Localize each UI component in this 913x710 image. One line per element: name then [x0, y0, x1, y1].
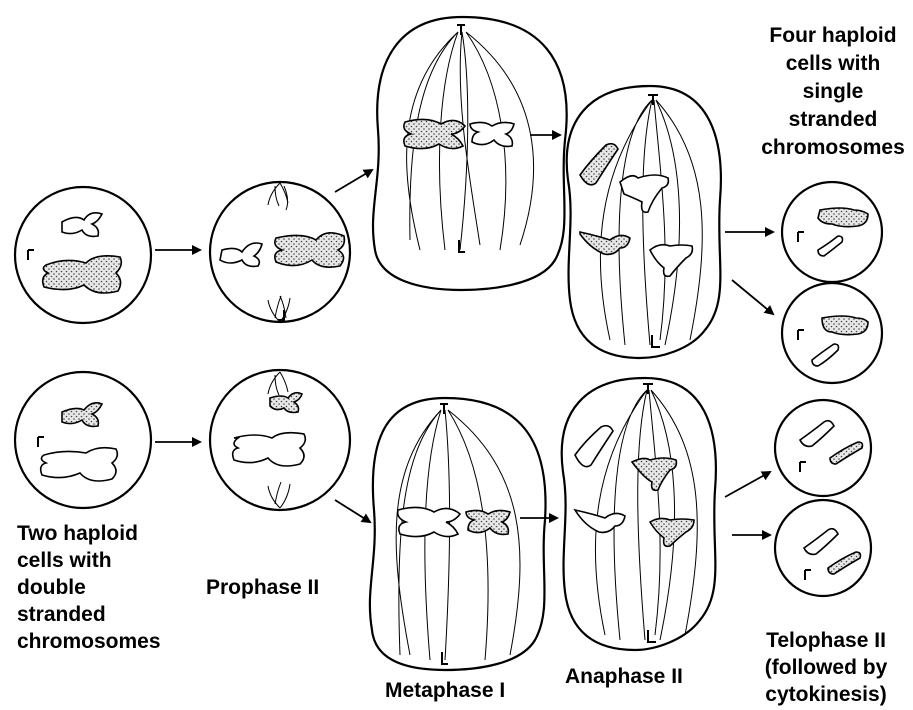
arrow-prophase-to-metaphase-top — [335, 170, 372, 192]
bottom-anaphase-cell — [562, 378, 716, 650]
svg-text:Telophase II: Telophase II — [766, 629, 886, 652]
label-telophase: Telophase II (followed by cytokinesis) — [765, 629, 888, 706]
svg-text:(followed by: (followed by — [765, 656, 888, 679]
label-prophase: Prophase II — [206, 576, 319, 599]
telophase-cell-1 — [782, 182, 882, 282]
bottom-haploid-cell — [15, 372, 151, 508]
svg-text:cells with: cells with — [17, 549, 112, 572]
top-metaphase-cell — [373, 17, 567, 290]
telophase-cell-4 — [775, 500, 871, 596]
svg-text:Four haploid: Four haploid — [769, 24, 896, 47]
bottom-metaphase-cell — [370, 398, 546, 670]
arrow-anaphase-to-telophase-2 — [732, 280, 773, 314]
label-two-haploid-cells: Two haploid cells with double stranded c… — [17, 522, 161, 653]
label-four-haploid-cells: Four haploid cells with single stranded … — [761, 24, 905, 159]
svg-text:chromosomes: chromosomes — [761, 136, 905, 159]
svg-text:Two haploid: Two haploid — [17, 522, 138, 545]
label-metaphase: Metaphase I — [385, 679, 505, 702]
svg-text:double: double — [17, 576, 86, 599]
top-haploid-cell — [15, 187, 151, 323]
telophase-cell-2 — [782, 283, 882, 383]
svg-text:stranded: stranded — [789, 108, 878, 131]
bottom-prophase-cell — [210, 370, 350, 510]
svg-text:cells with: cells with — [786, 52, 881, 75]
svg-text:cytokinesis): cytokinesis) — [765, 683, 886, 706]
svg-text:stranded: stranded — [17, 603, 106, 626]
top-prophase-cell — [210, 182, 350, 322]
svg-text:chromosomes: chromosomes — [17, 630, 161, 653]
top-anaphase-cell — [567, 86, 721, 358]
arrow-anaphase-to-telophase-3 — [725, 472, 770, 497]
telophase-cell-3 — [775, 400, 871, 496]
svg-text:single: single — [803, 80, 864, 103]
label-anaphase: Anaphase II — [565, 665, 683, 688]
arrow-prophase-to-metaphase-bottom — [335, 500, 370, 522]
